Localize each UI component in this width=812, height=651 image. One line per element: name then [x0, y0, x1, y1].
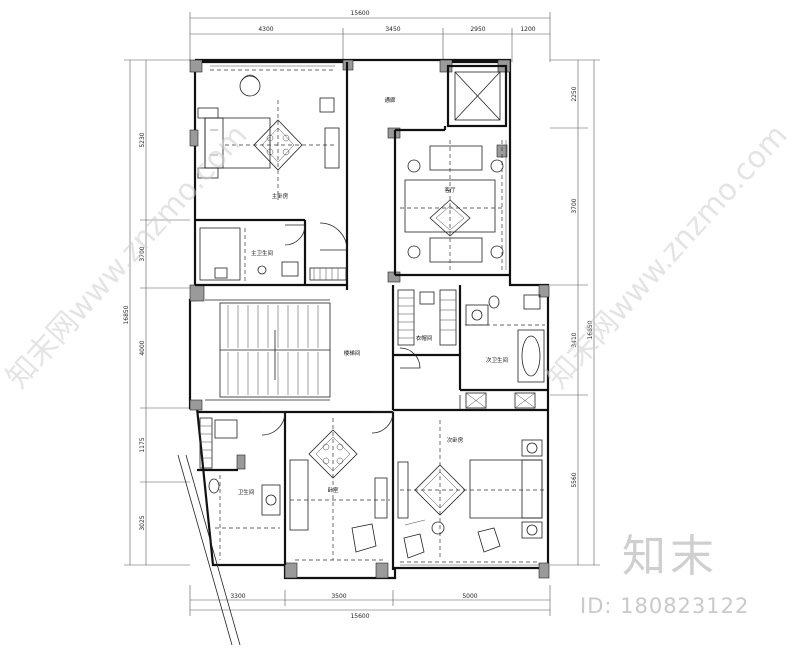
dim-top-seg-3: 2950 [470, 26, 485, 33]
section-cut-line [177, 454, 241, 646]
dim-left-seg-1: 5230 [139, 132, 146, 147]
master-lounge-chair [239, 74, 340, 169]
room-label-bedroom-three: 次卧房 [447, 436, 464, 444]
bedroom-three-chairs [397, 461, 501, 559]
room-label-master-bedroom: 主卧房 [272, 192, 289, 200]
dim-left-seg-5: 3025 [139, 515, 146, 530]
room-label-bedroom-two: 卧室 [327, 486, 339, 494]
bedroom-two-furniture [289, 418, 390, 560]
dim-right-seg-3: 3410 [571, 332, 578, 347]
bath-one-shelf [309, 267, 347, 281]
room-label-hall: 客厅 [444, 186, 456, 194]
dim-right-total: 16850 [587, 320, 594, 339]
room-label-stair-hall: 楼梯间 [344, 349, 361, 357]
dim-left-seg-2: 3700 [139, 246, 146, 261]
dim-left-total: 16850 [123, 305, 130, 324]
diagonal-watermark-left: 知末网www.znzmo.com [0, 118, 254, 395]
dim-bottom-seg-1: 3300 [230, 593, 245, 600]
dim-bottom-total: 15600 [350, 613, 369, 620]
bath-three-fixtures [465, 294, 545, 383]
door-swings [261, 222, 461, 436]
master-rug-pattern [225, 100, 335, 200]
hall-curtain [501, 140, 507, 270]
room-label-bath-three: 次卫生间 [486, 356, 508, 364]
dim-right-seg-2: 3700 [571, 198, 578, 213]
dim-bottom-seg-3: 5000 [462, 593, 477, 600]
bedroom-three-bed [400, 420, 545, 560]
room-label-small-room: 衣帽间 [416, 334, 433, 342]
dim-right-seg-1: 2250 [571, 86, 578, 101]
closet-fixtures [397, 289, 457, 346]
shaft-boxes [465, 392, 536, 409]
room-label-corridor: 通廊 [384, 96, 396, 104]
bath-two-fixtures [199, 417, 281, 560]
room-label-bath-two: 卫生间 [238, 488, 255, 496]
staircase [219, 302, 331, 398]
dim-top-total: 15600 [350, 10, 369, 17]
interior-walls [195, 62, 548, 570]
dim-right-seg-4: 5560 [571, 472, 578, 487]
dim-left-seg-4: 1175 [139, 437, 146, 452]
dim-left-seg-3: 4000 [139, 340, 146, 355]
dim-top-seg-2: 3450 [385, 26, 400, 33]
bedroom-three-curtain [400, 561, 540, 566]
bath-one-fixtures [199, 227, 299, 282]
brand-logo-watermark: 知末 [622, 531, 718, 582]
image-id-watermark: ID: 180823122 [580, 594, 750, 618]
master-bed [197, 107, 271, 179]
room-label-bath-one: 主卫生间 [251, 249, 273, 257]
master-curtain [210, 65, 335, 71]
dim-bottom-seg-2: 3500 [331, 593, 346, 600]
dim-top-seg-1: 4300 [258, 26, 273, 33]
dimension-lines [124, 12, 600, 616]
hall-sofa-set [400, 140, 505, 270]
dim-top-seg-4: 1200 [520, 26, 535, 33]
